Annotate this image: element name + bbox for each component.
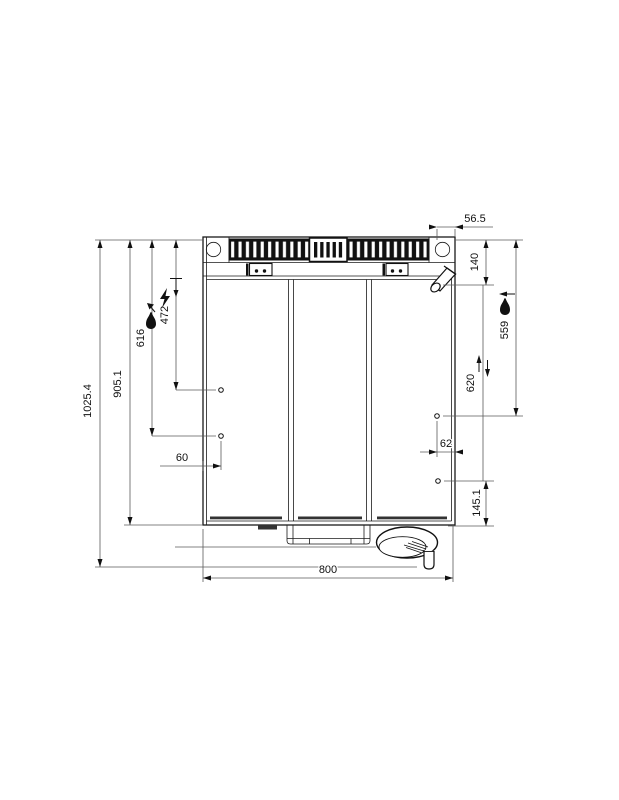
dimension-fitting-depth: 140: [468, 240, 489, 285]
dimension-right-offset: 62: [420, 437, 463, 455]
dimension-right-span: 620: [464, 285, 490, 481]
pump-hatch: [403, 541, 429, 554]
dim-label-right-span: 620: [465, 374, 477, 392]
dim-label-overall-height: 1025.4: [82, 384, 94, 418]
grille-center-slats: [314, 242, 343, 258]
dim-label-fitting-depth: 140: [469, 253, 481, 271]
dimension-overall-height: 1025.4: [81, 240, 103, 567]
dim-label-body-depth: 905.1: [112, 370, 124, 398]
dimension-front-right-offset: 145.1: [470, 481, 489, 526]
dimension-rear-right-offset: 56.5: [429, 212, 493, 230]
pump-outlet-stub: [423, 550, 435, 570]
dimension-extension-lines-left: [95, 239, 417, 568]
body-outline: [202, 236, 456, 526]
connection-markers: [218, 387, 441, 484]
dim-label-electric-left: 472: [159, 306, 171, 324]
bottom-tab: [258, 525, 277, 530]
dimension-body-depth: 905.1: [111, 240, 133, 525]
dim-label-left-offset: 60: [176, 452, 188, 464]
lightning-icon: [160, 278, 182, 308]
ventilation-grille: [205, 237, 451, 277]
dim-label-rear-right-offset: 56.5: [464, 213, 485, 225]
vent-slots: [210, 516, 447, 520]
dim-label-right-offset: 62: [440, 438, 452, 450]
dimension-gas-left: 616: [134, 240, 156, 436]
dim-label-gas-left: 616: [135, 329, 147, 347]
dim-label-gas-right: 559: [499, 321, 511, 339]
dimension-electric-left: 472: [158, 240, 182, 390]
dimension-left-offset: 60: [160, 451, 221, 471]
drain-pump: [375, 526, 439, 570]
corner-hole-left: [205, 241, 222, 258]
dim-label-overall-width: 800: [319, 564, 337, 576]
dim-label-front-right-offset: 145.1: [471, 489, 483, 517]
corner-hole-right: [434, 241, 451, 258]
flame-icon: [499, 291, 515, 315]
mounting-bracket-left: [246, 262, 273, 277]
flame-icon: [146, 303, 156, 329]
dimension-overall-width: 800: [202, 525, 454, 582]
gas-fitting: [430, 265, 457, 293]
dimension-gas-right: 559: [498, 240, 519, 416]
center-foot: [286, 525, 371, 545]
appliance-body: [202, 236, 456, 530]
mounting-bracket-right: [382, 262, 409, 277]
